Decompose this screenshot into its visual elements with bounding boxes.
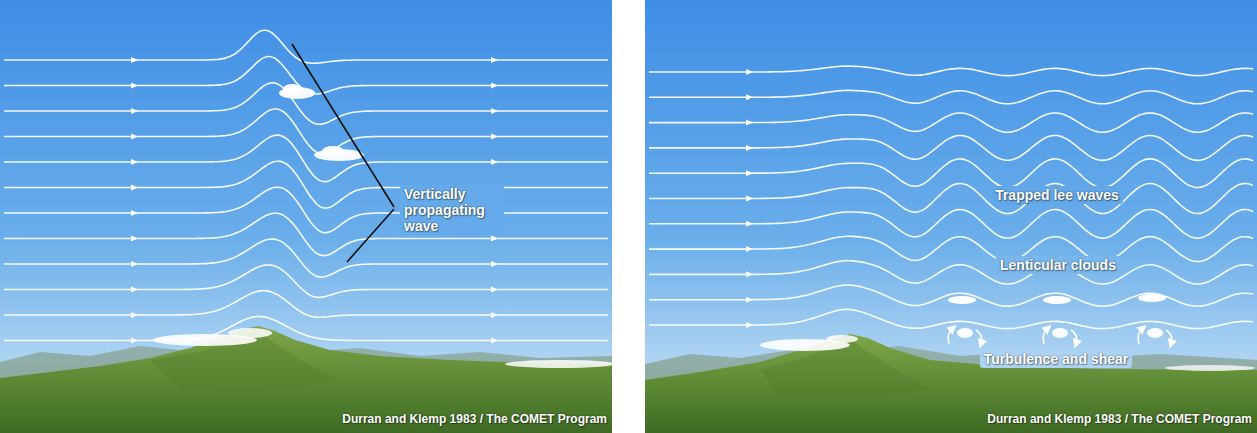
flow-arrowhead bbox=[746, 170, 753, 176]
streamline bbox=[649, 159, 1253, 188]
streamline bbox=[4, 109, 608, 154]
flow-arrowhead bbox=[131, 337, 138, 343]
streamline bbox=[4, 265, 608, 297]
flow-arrowhead bbox=[746, 195, 753, 201]
flow-arrowhead bbox=[746, 297, 753, 303]
rotor-symbol bbox=[1043, 328, 1077, 344]
flow-arrowhead bbox=[131, 210, 138, 216]
flow-arrowhead bbox=[491, 134, 498, 140]
lenticular-cloud bbox=[1043, 296, 1071, 304]
flow-arrowhead bbox=[746, 145, 753, 151]
streamline bbox=[649, 184, 1253, 214]
streamline bbox=[4, 83, 608, 124]
flow-arrowhead bbox=[491, 108, 498, 114]
rotor-arrow bbox=[948, 328, 953, 344]
streamline bbox=[4, 317, 608, 341]
turbulence-label: Turbulence and shear bbox=[980, 350, 1132, 368]
sky bbox=[645, 0, 1257, 433]
wave-label: Vertically propagating wave bbox=[400, 185, 504, 235]
rotor-arrow bbox=[1138, 328, 1143, 344]
rotor-cloud bbox=[1052, 328, 1068, 338]
streamline bbox=[649, 113, 1253, 132]
streamline bbox=[4, 30, 608, 63]
streamline bbox=[4, 135, 608, 182]
streamlines bbox=[4, 30, 608, 343]
rotor-cloud bbox=[957, 328, 973, 338]
flow-arrowhead bbox=[746, 94, 753, 100]
flow-arrowhead bbox=[491, 338, 498, 344]
rotor-cloud bbox=[1147, 328, 1163, 338]
wave-cloud bbox=[322, 146, 344, 156]
flow-arrowhead bbox=[131, 83, 138, 89]
flow-arrowhead bbox=[491, 261, 498, 267]
credit-text: Durran and Klemp 1983 / The COMET Progra… bbox=[342, 412, 607, 426]
flow-arrowhead bbox=[131, 57, 138, 63]
flow-arrowhead bbox=[491, 287, 498, 293]
flow-arrowhead bbox=[746, 120, 753, 126]
flow-arrowhead bbox=[131, 261, 138, 267]
streamline bbox=[649, 209, 1253, 238]
streamline bbox=[649, 90, 1253, 103]
horizon-cloud bbox=[1165, 365, 1255, 371]
flow-arrowhead bbox=[131, 159, 138, 165]
flow-arrowhead bbox=[746, 69, 753, 75]
flow-arrowhead bbox=[491, 83, 498, 89]
streamline bbox=[4, 239, 608, 277]
flow-arrowhead bbox=[131, 236, 138, 242]
mountain bbox=[0, 326, 612, 433]
flow-arrowhead bbox=[491, 312, 498, 318]
flow-arrowhead bbox=[131, 134, 138, 140]
streamlines bbox=[649, 66, 1253, 328]
streamline bbox=[4, 187, 608, 233]
flow-arrowhead bbox=[746, 246, 753, 252]
bracket-line bbox=[347, 209, 394, 262]
lenticular-cloud bbox=[948, 296, 976, 304]
streamline bbox=[649, 135, 1253, 160]
mountain-shade bbox=[760, 338, 930, 400]
mountain bbox=[645, 334, 1257, 433]
streamline bbox=[649, 261, 1253, 284]
rotor-symbol bbox=[1138, 328, 1172, 344]
left-panel bbox=[0, 0, 612, 433]
flow-arrowhead bbox=[131, 185, 138, 191]
sky bbox=[0, 0, 612, 433]
streamline bbox=[4, 161, 608, 208]
right-panel bbox=[645, 0, 1257, 433]
wave-label: Trapped lee waves bbox=[991, 186, 1123, 204]
flow-arrowhead bbox=[491, 57, 498, 63]
horizon-cloud bbox=[505, 360, 612, 368]
bracket-line bbox=[292, 44, 394, 207]
flow-arrowhead bbox=[746, 271, 753, 277]
flow-arrowhead bbox=[746, 322, 753, 328]
streamline bbox=[4, 57, 608, 94]
streamline bbox=[649, 309, 1253, 328]
flow-arrowhead bbox=[491, 236, 498, 242]
flow-arrowhead bbox=[491, 159, 498, 165]
streamline bbox=[649, 236, 1253, 261]
streamline bbox=[649, 285, 1253, 306]
credit-text: Durran and Klemp 1983 / The COMET Progra… bbox=[987, 412, 1252, 426]
flow-arrowhead bbox=[131, 108, 138, 114]
flow-arrowhead bbox=[131, 312, 138, 318]
mountain-shade bbox=[150, 330, 340, 392]
rotor-arrow bbox=[1043, 328, 1048, 344]
rotor-arrow bbox=[976, 330, 982, 344]
rotor-arrow bbox=[1166, 330, 1172, 344]
rotor-symbol bbox=[948, 328, 982, 344]
streamline bbox=[4, 291, 608, 318]
streamline bbox=[4, 213, 608, 255]
cap-cloud bbox=[228, 328, 272, 338]
flow-arrowhead bbox=[746, 221, 753, 227]
cap-cloud bbox=[826, 335, 858, 343]
cloud-label: Lenticular clouds bbox=[996, 256, 1120, 274]
flow-arrowhead bbox=[131, 287, 138, 293]
rotor-arrow bbox=[1071, 330, 1077, 344]
streamline bbox=[649, 66, 1253, 75]
